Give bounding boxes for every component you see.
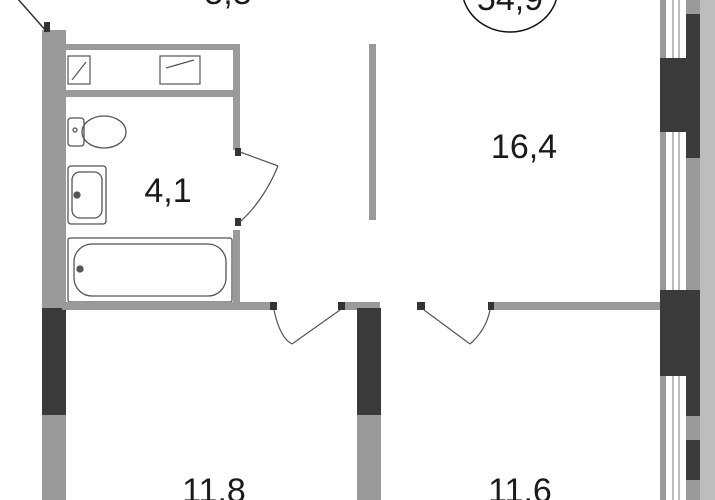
bedroom-divider-wall (357, 308, 381, 500)
partition-wall (369, 44, 376, 220)
corridor-wall (62, 302, 664, 310)
room-area-bathroom: 4,1 (144, 172, 191, 210)
total-area-badge: 54,9 (463, 0, 557, 33)
bathroom-door-swing (239, 151, 279, 223)
left-exterior-wall (17, 0, 66, 500)
sink-icon (67, 165, 107, 225)
room-area-living: 16,4 (491, 128, 557, 166)
bathroom-walls (62, 44, 241, 308)
storage-niches (67, 55, 201, 85)
bathtub-icon (67, 237, 233, 303)
room-area-top-left: 5,8 (204, 0, 251, 12)
total-area-label: 54,9 (477, 0, 543, 18)
room-area-bedroom-left: 11.8 (182, 472, 246, 500)
toilet-icon (67, 115, 127, 149)
right-exterior-wall (660, 0, 715, 500)
bedroom-door-swings (273, 309, 491, 345)
room-area-bedroom-right: 11.6 (488, 472, 552, 500)
